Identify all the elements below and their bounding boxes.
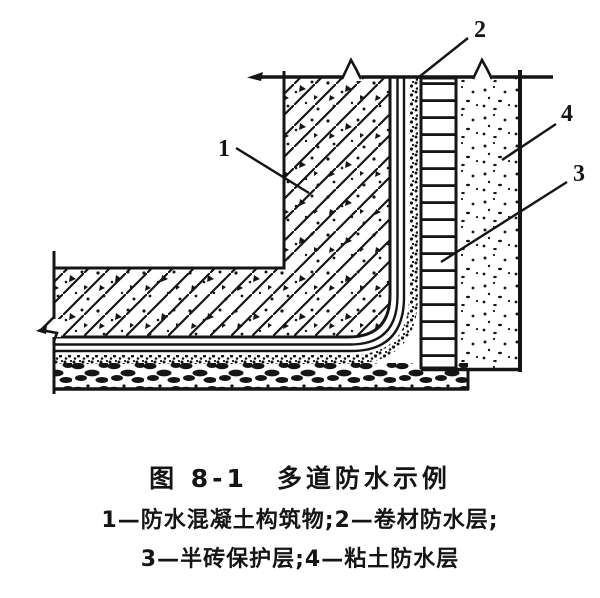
label-4: 4	[561, 101, 573, 127]
figure-caption-title: 图 8-1 多道防水示例	[149, 464, 451, 493]
membrane-layers	[54, 78, 418, 364]
membrane-ply-2	[54, 78, 406, 353]
membrane-ply-1	[54, 78, 399, 346]
brick-protection-column	[419, 76, 458, 370]
brick-courses-fill	[419, 76, 458, 370]
clay-stipple-fill	[458, 78, 518, 368]
leader-line-2	[418, 37, 469, 78]
bedding-band	[54, 363, 470, 391]
left-break-mark	[38, 316, 59, 342]
callouts: 1 2 4 3	[218, 17, 585, 264]
edges-and-breaks	[36, 57, 553, 394]
leader-line-3	[440, 180, 568, 264]
top-break-mark-2	[471, 57, 494, 80]
label-1: 1	[218, 136, 230, 162]
label-3: 3	[573, 161, 585, 187]
mortar-bond-strip	[54, 78, 418, 364]
clay-layer	[421, 70, 522, 372]
leader-line-1	[235, 146, 310, 195]
ground-line-arrowhead	[247, 72, 263, 81]
figure-legend-line-1: 1—防水混凝土构筑物;2—卷材防水层;	[101, 508, 499, 533]
label-2: 2	[474, 17, 486, 43]
waterproofing-section-diagram: 1 2 4 3	[36, 17, 585, 394]
concrete-grit-fill	[54, 77, 390, 337]
concrete-structure	[52, 75, 392, 339]
bedding-blob-fill	[54, 363, 468, 388]
top-break-mark-1	[340, 57, 363, 80]
left-break-arrowhead	[36, 325, 47, 334]
leader-line-4	[501, 123, 557, 161]
figure-legend-line-2: 3—半砖保护层;4—粘土防水层	[140, 547, 460, 572]
